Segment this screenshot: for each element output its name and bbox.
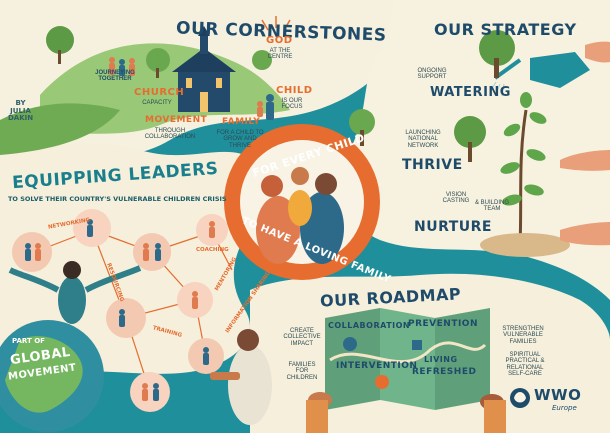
watering-label: WATERING [430,85,511,100]
family-label: FAMILY [222,117,261,127]
god-sub: AT THE CENTRE [267,48,293,61]
refreshed-label: REFRESHED [412,367,477,377]
families-for-children-label: FAMILIES FOR CHILDREN [286,362,318,381]
network-label-coaching: COACHING [196,247,229,253]
living-label: LIVING [424,355,458,364]
create-impact-label: CREATE COLLECTIVE IMPACT [283,328,321,347]
leaders-subtitle: TO SOLVE THEIR COUNTRY'S VULNERABLE CHIL… [8,195,227,203]
child-sub: IS OUR FOCUS [281,98,303,111]
spiritual-label: SPIRITUAL PRACTICAL & RELATIONAL SELF-CA… [505,352,545,377]
wwo-region: Europe [552,404,577,412]
strategy-title: OUR STRATEGY [434,20,577,39]
church-sub: CAPACITY [142,100,172,106]
prevention-label: PREVENTION [408,319,478,329]
intervention-label: INTERVENTION [336,361,418,371]
vision-label: VISION CASTING [442,192,470,205]
credit-line: BY [15,99,26,107]
god-label: GOD [266,35,293,46]
artist-credit: BY JULIA DAKIN [8,99,34,123]
journeying-label: JOURNEYING TOGETHER [95,70,135,83]
launching-label: LAUNCHING NATIONAL NETWORK [405,130,441,149]
movement-sub: THROUGH COLLABORATION [144,128,196,141]
ongoing-support-label: ONGOING SUPPORT [417,68,447,81]
wwo-logo: WWO [534,386,582,404]
credit-line: JULIA [10,106,31,115]
movement-label: MOVEMENT [145,115,208,125]
credit-line: DAKIN [8,114,34,123]
family-sub: FOR A CHILD TO GROW AND THRIVE [216,130,264,149]
collaboration-label: COLLABORATION [328,321,411,330]
church-label: CHURCH [134,87,185,98]
building-label: & BUILDING TEAM [474,200,509,213]
nurture-label: NURTURE [414,219,492,235]
global-line-1: PART OF [12,337,45,345]
thrive-label: THRIVE [402,157,463,173]
strengthen-label: STRENGTHEN VULNERABLE FAMILIES [502,326,544,345]
child-label: CHILD [276,85,313,96]
